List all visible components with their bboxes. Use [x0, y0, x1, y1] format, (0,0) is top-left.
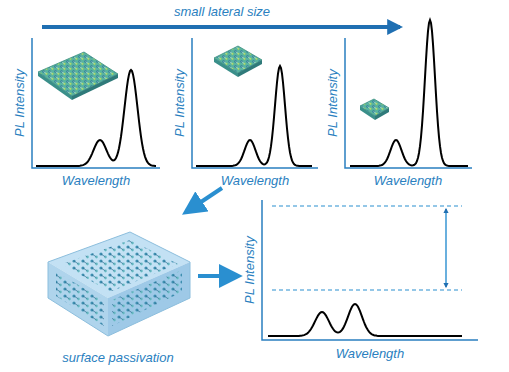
axis-label: PL Intensity — [326, 69, 340, 137]
axis-label: Wavelength — [374, 174, 442, 188]
axis-label: Wavelength — [221, 174, 289, 188]
large-flake — [38, 52, 118, 100]
axis-label: PL Intensity — [173, 69, 187, 137]
pl-spectrum — [36, 70, 156, 166]
plot-axes — [345, 38, 472, 168]
axis-label: PL Intensity — [243, 236, 257, 304]
size-arrow — [42, 25, 400, 29]
plot-axes — [262, 200, 478, 340]
plot-axes — [32, 38, 160, 168]
pl-spectrum — [268, 304, 462, 336]
axis-label: PL Intensity — [13, 69, 27, 137]
axis-title: small lateral size — [174, 5, 270, 19]
axis-label: Wavelength — [336, 347, 404, 361]
process-arrow — [186, 188, 222, 212]
difference-arrow — [445, 209, 446, 287]
medium-flake — [214, 46, 262, 77]
level-line — [272, 205, 462, 206]
pl-spectrum — [196, 66, 312, 166]
small-flake — [360, 99, 389, 120]
process-arrow — [198, 274, 238, 278]
passivated-flake — [48, 232, 190, 336]
level-line — [272, 289, 462, 290]
pl-spectrum — [350, 20, 468, 166]
axis-label: Wavelength — [62, 174, 130, 188]
process-label: surface passivation — [62, 351, 173, 365]
plot-axes — [192, 38, 318, 168]
